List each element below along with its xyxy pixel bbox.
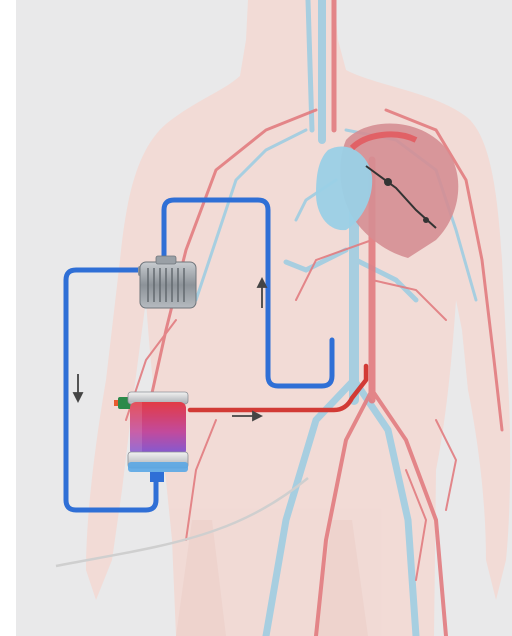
arrow-down-pump	[74, 374, 82, 401]
body-silhouette	[86, 0, 510, 636]
ecmo-circuit-illustration	[16, 0, 512, 636]
centrifugal-pump	[138, 256, 196, 308]
diagram-panel	[16, 0, 512, 636]
